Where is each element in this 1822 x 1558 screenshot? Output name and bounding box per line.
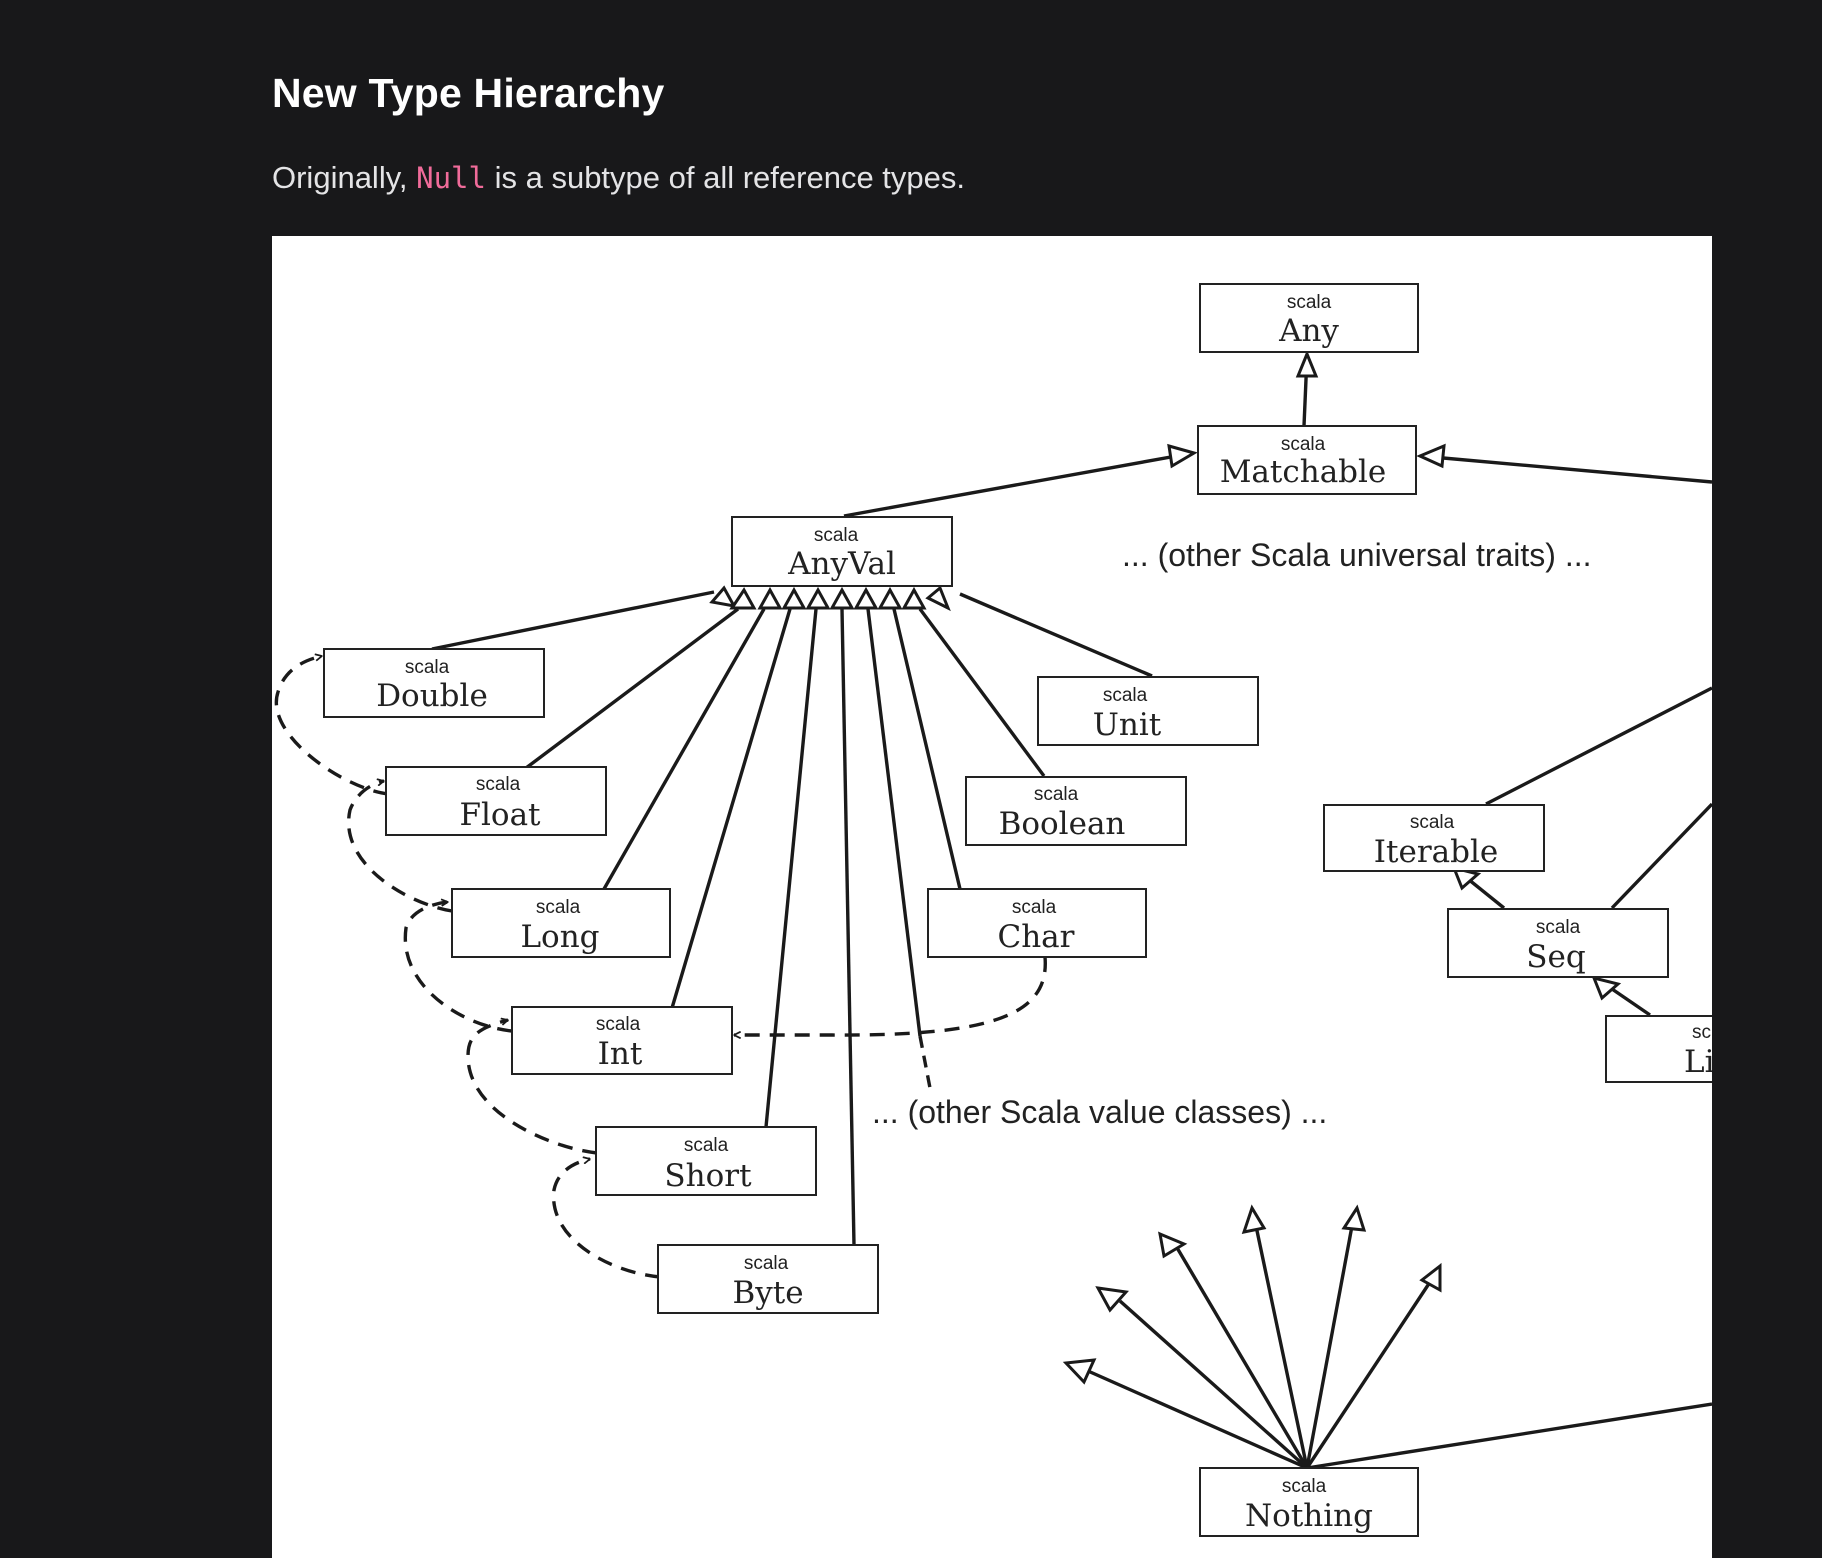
type-node-seq: scala Seq [1447, 908, 1669, 978]
svg-text:Byte: Byte [732, 1275, 803, 1311]
note-value-classes: ... (other Scala value classes) ... [872, 1094, 1327, 1130]
svg-text:Iterable: Iterable [1374, 834, 1498, 870]
svg-text:scala: scala [1536, 917, 1581, 938]
svg-text:scala: scala [1012, 897, 1057, 918]
svg-text:scala: scala [814, 525, 859, 546]
svg-text:Any: Any [1278, 313, 1339, 349]
intro-text-after: is a subtype of all reference types. [485, 160, 966, 195]
svg-text:scala: scala [684, 1135, 729, 1156]
svg-text:Seq: Seq [1526, 939, 1585, 975]
conversion-arrows [274, 656, 1047, 1279]
intro-text-before: Originally, [272, 160, 417, 195]
type-hierarchy-diagram: scala Any scala Matchable scala AnyVal s… [272, 236, 1712, 1558]
svg-text:Li: Li [1684, 1044, 1712, 1080]
svg-text:scala: scala [1281, 434, 1326, 455]
inheritance-arrowheads [709, 350, 1622, 1385]
svg-text:Long: Long [520, 919, 599, 955]
svg-text:Boolean: Boolean [999, 806, 1126, 842]
svg-text:AnyVal: AnyVal [787, 546, 896, 582]
svg-text:sc: sc [1692, 1022, 1711, 1043]
type-node-short: scala Short [595, 1126, 817, 1196]
svg-text:scala: scala [596, 1014, 641, 1035]
svg-text:Int: Int [598, 1036, 643, 1072]
type-node-int: scala Int [511, 1006, 733, 1075]
svg-text:scala: scala [1410, 812, 1455, 833]
svg-text:Unit: Unit [1093, 707, 1162, 743]
page-heading: New Type Hierarchy [272, 70, 665, 116]
type-node-nothing: scala Nothing [1199, 1467, 1419, 1537]
svg-text:scala: scala [536, 897, 581, 918]
svg-text:scala: scala [405, 657, 450, 678]
type-node-char: scala Char [927, 888, 1147, 958]
svg-text:scala: scala [1103, 685, 1148, 706]
type-node-list: sc Li [1605, 1015, 1712, 1083]
type-node-matchable: scala Matchable [1197, 425, 1417, 495]
type-node-iterable: scala Iterable [1323, 804, 1545, 872]
type-node-long: scala Long [451, 888, 671, 958]
svg-text:scala: scala [1034, 784, 1079, 805]
svg-text:scala: scala [744, 1253, 789, 1274]
svg-text:Float: Float [459, 797, 541, 833]
type-node-byte: scala Byte [657, 1244, 879, 1314]
svg-text:scala: scala [476, 774, 521, 795]
svg-text:Nothing: Nothing [1245, 1498, 1373, 1534]
type-node-any: scala Any [1199, 283, 1419, 353]
type-node-unit: scala Unit [1037, 676, 1259, 746]
type-node-anyval: scala AnyVal [731, 516, 953, 587]
intro-paragraph: Originally, Null is a subtype of all ref… [272, 160, 965, 196]
note-universal-traits: ... (other Scala universal traits) ... [1122, 537, 1592, 573]
null-code: Null [416, 161, 486, 195]
svg-text:Matchable: Matchable [1220, 454, 1387, 490]
svg-text:Char: Char [998, 919, 1075, 955]
svg-text:Double: Double [376, 678, 488, 714]
svg-text:scala: scala [1287, 292, 1332, 313]
type-node-boolean: scala Boolean [965, 776, 1187, 846]
type-node-double: scala Double [323, 648, 545, 718]
type-node-float: scala Float [385, 766, 607, 836]
svg-text:Short: Short [664, 1158, 752, 1194]
inheritance-lines [431, 355, 1712, 1470]
svg-text:scala: scala [1282, 1476, 1327, 1497]
